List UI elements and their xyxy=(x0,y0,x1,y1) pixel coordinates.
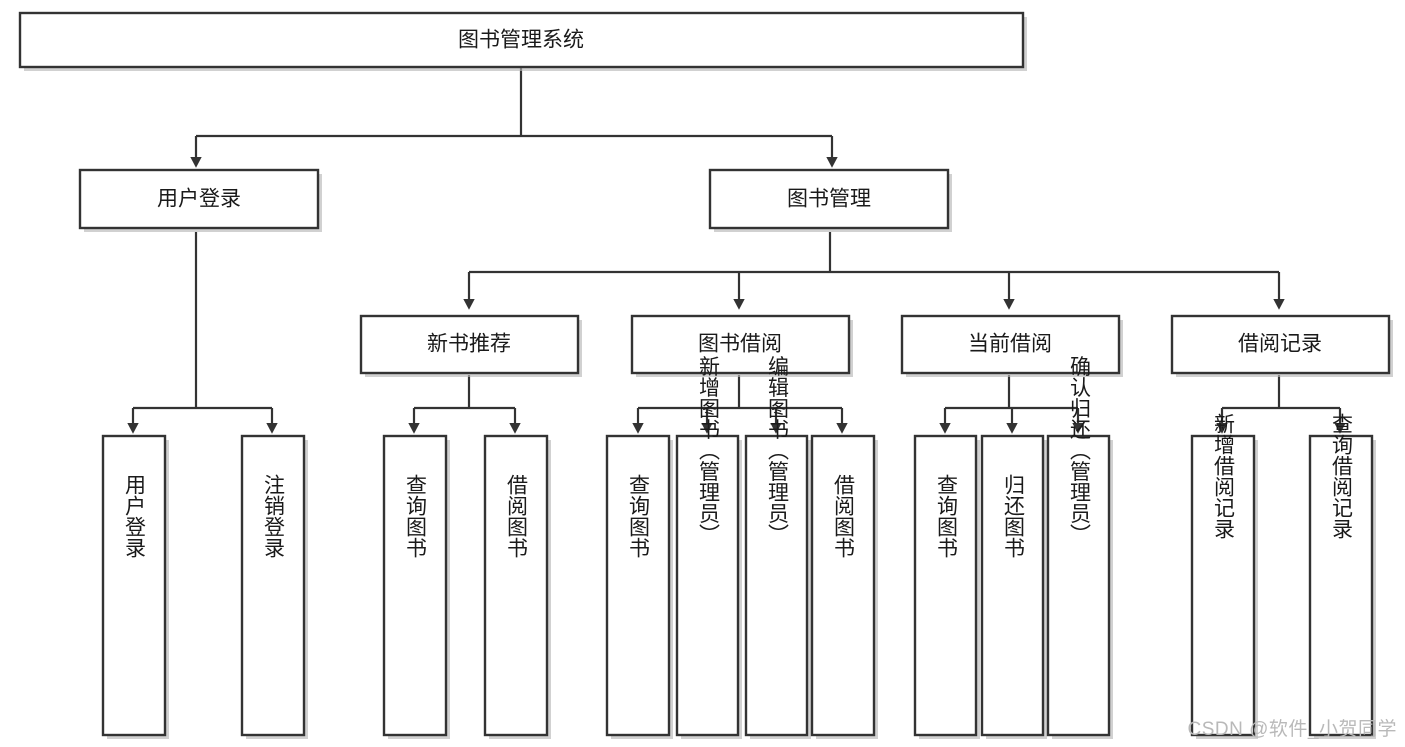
edge-root-bus xyxy=(196,67,832,138)
borrow-box[interactable] xyxy=(630,314,851,375)
edge-record-bus xyxy=(1222,375,1340,410)
node-leaf-login-1[interactable]: 用户登录 xyxy=(101,434,169,739)
node-record[interactable]: 借阅记录 xyxy=(1170,314,1393,377)
node-leaf-current-3[interactable]: 确认归还（管理员） xyxy=(1046,356,1113,740)
record-label: 借阅记录 xyxy=(1238,333,1322,356)
edge-borrow-bus xyxy=(638,375,842,410)
borrow-label: 图书借阅 xyxy=(698,333,782,356)
leaf-record-1-label: 新增借阅记录 xyxy=(1212,413,1236,539)
leaf-login-2-label: 注销登录 xyxy=(262,474,286,558)
node-current[interactable]: 当前借阅 xyxy=(900,314,1123,377)
root-label: 图书管理系统 xyxy=(458,29,584,52)
node-leaf-record-2[interactable]: 查询借阅记录 xyxy=(1308,413,1376,739)
leaf-current-1-label: 查询图书 xyxy=(935,474,959,558)
leaf-record-2-box[interactable] xyxy=(1308,434,1374,737)
edge-login-bus xyxy=(133,232,272,410)
leaf-record-1-box[interactable] xyxy=(1190,434,1256,737)
leaf-record-2-label: 查询借阅记录 xyxy=(1330,413,1354,539)
leaf-current-2-box[interactable] xyxy=(980,434,1045,737)
record-box[interactable] xyxy=(1170,314,1391,375)
login-label: 用户登录 xyxy=(157,188,241,211)
node-leaf-newbook-2[interactable]: 借阅图书 xyxy=(483,434,551,739)
node-leaf-current-2[interactable]: 归还图书 xyxy=(980,434,1047,739)
leaf-borrow-3-box[interactable] xyxy=(744,434,809,737)
node-root[interactable]: 图书管理系统 xyxy=(18,11,1027,71)
leaf-newbook-2-label: 借阅图书 xyxy=(505,474,529,558)
leaf-newbook-1-box[interactable] xyxy=(382,434,448,737)
newbook-label: 新书推荐 xyxy=(427,333,511,356)
leaf-current-2-label: 归还图书 xyxy=(1002,474,1026,558)
bookmgmt-box[interactable] xyxy=(708,168,950,230)
leaf-login-1-label: 用户登录 xyxy=(123,474,147,558)
edge-current-bus xyxy=(945,375,1078,410)
leaf-current-3-box[interactable] xyxy=(1046,434,1111,737)
leaf-newbook-2-box[interactable] xyxy=(483,434,549,737)
edge-newbook-bus xyxy=(414,375,515,410)
node-bookmgmt[interactable]: 图书管理 xyxy=(708,168,952,232)
edge-bookmgmt-bus xyxy=(469,232,1279,274)
leaf-borrow-4-box[interactable] xyxy=(810,434,876,737)
leaf-current-1-box[interactable] xyxy=(913,434,978,737)
root-box[interactable] xyxy=(18,11,1025,69)
node-login[interactable]: 用户登录 xyxy=(78,168,322,232)
node-leaf-borrow-2[interactable]: 新增图书（管理员） xyxy=(675,356,742,740)
bookmgmt-label: 图书管理 xyxy=(787,188,871,211)
node-leaf-borrow-1[interactable]: 查询图书 xyxy=(605,434,673,739)
leaf-borrow-2-box[interactable] xyxy=(675,434,740,737)
leaf-newbook-1-label: 查询图书 xyxy=(404,474,428,558)
leaf-borrow-1-box[interactable] xyxy=(605,434,671,737)
newbook-box[interactable] xyxy=(359,314,580,375)
node-newbook[interactable]: 新书推荐 xyxy=(359,314,582,377)
leaf-borrow-4-label: 借阅图书 xyxy=(832,474,856,558)
node-leaf-current-1[interactable]: 查询图书 xyxy=(913,434,980,739)
leaf-login-1-box[interactable] xyxy=(101,434,167,737)
node-leaf-record-1[interactable]: 新增借阅记录 xyxy=(1190,413,1258,739)
node-borrow[interactable]: 图书借阅 xyxy=(630,314,853,377)
current-box[interactable] xyxy=(900,314,1121,375)
leaf-login-2-box[interactable] xyxy=(240,434,306,737)
leaf-current-3-label: 确认归还（管理员） xyxy=(1068,356,1092,545)
login-box[interactable] xyxy=(78,168,320,230)
node-leaf-newbook-1[interactable]: 查询图书 xyxy=(382,434,450,739)
current-label: 当前借阅 xyxy=(968,333,1052,356)
leaf-borrow-2-label: 新增图书（管理员） xyxy=(697,356,721,545)
edges-layer xyxy=(127,67,1346,434)
node-leaf-borrow-4[interactable]: 借阅图书 xyxy=(810,434,878,739)
leaf-borrow-1-label: 查询图书 xyxy=(627,474,651,558)
node-leaf-borrow-3[interactable]: 编辑图书（管理员） xyxy=(744,356,811,740)
leaf-borrow-3-label: 编辑图书（管理员） xyxy=(766,356,790,545)
node-leaf-login-2[interactable]: 注销登录 xyxy=(240,434,308,739)
